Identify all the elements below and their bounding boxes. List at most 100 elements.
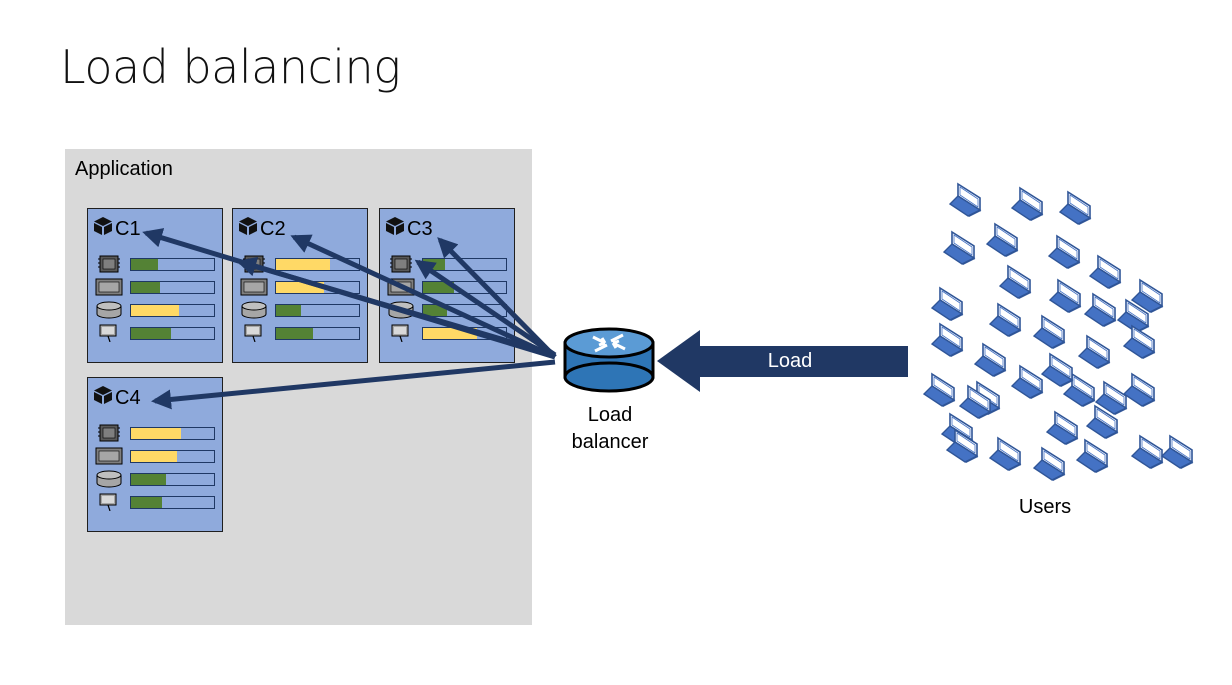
network-icon	[95, 324, 123, 343]
usage-bar-fill	[276, 259, 330, 270]
usage-bar	[275, 304, 360, 317]
slide-title: Load balancing	[60, 40, 401, 94]
distribution-arrows	[142, 228, 557, 410]
usage-bar-fill	[131, 282, 161, 293]
disk-icon	[95, 470, 123, 488]
laptop-icon	[1048, 235, 1081, 270]
arrow-to-c3	[437, 237, 557, 359]
usage-bar-fill	[131, 497, 162, 508]
cpu-chip-icon	[387, 255, 415, 273]
disk-icon	[95, 301, 123, 319]
laptop-icon	[986, 223, 1019, 258]
laptop-icon	[1059, 191, 1092, 226]
laptop-icon	[943, 231, 976, 266]
resource-row	[95, 324, 219, 343]
load-arrow-label: Load	[767, 350, 813, 372]
usage-bar-fill	[131, 428, 181, 439]
usage-bar-fill	[423, 305, 448, 316]
laptop-icon	[1123, 325, 1156, 360]
usage-bar	[130, 450, 215, 463]
laptop-icon	[989, 303, 1022, 338]
usage-bar	[130, 258, 215, 271]
laptop-icon	[1011, 187, 1044, 222]
laptop-icon	[1033, 315, 1066, 350]
memory-icon	[95, 447, 123, 465]
network-icon	[240, 324, 268, 343]
container-c2: C2	[232, 208, 368, 363]
router-icon	[563, 327, 655, 393]
resource-row	[240, 301, 364, 319]
usage-bar-fill	[131, 305, 180, 316]
arrow-to-c4	[151, 359, 556, 410]
container-label: C4	[115, 386, 141, 409]
usage-bar-fill	[423, 328, 477, 339]
users-label: Users	[1018, 496, 1072, 518]
cpu-chip-icon	[95, 255, 123, 273]
usage-bar	[130, 496, 215, 509]
memory-icon	[95, 278, 123, 296]
arrow-to-c2	[290, 234, 557, 360]
container-label: C3	[407, 217, 433, 240]
resource-row	[95, 255, 219, 273]
usage-bar-fill	[131, 259, 159, 270]
application-label: Application	[75, 158, 173, 180]
laptop-icon	[931, 287, 964, 322]
memory-icon	[240, 278, 268, 296]
users-group	[923, 183, 1194, 482]
laptop-icon	[1041, 353, 1074, 388]
laptop-icon	[931, 323, 964, 358]
disk-icon	[240, 301, 268, 319]
usage-bar	[130, 304, 215, 317]
laptop-icon	[1084, 293, 1117, 328]
network-icon	[95, 493, 123, 512]
usage-bar	[130, 427, 215, 440]
usage-bar-fill	[276, 305, 301, 316]
usage-bar	[130, 473, 215, 486]
load-balancer-label-line2: balancer	[571, 431, 649, 453]
laptop-icon	[1033, 447, 1066, 482]
container-label: C1	[115, 217, 141, 240]
laptop-icon	[1078, 335, 1111, 370]
laptop-icon	[974, 343, 1007, 378]
usage-bar-fill	[131, 451, 177, 462]
resource-row	[240, 324, 364, 343]
laptop-icon	[923, 373, 956, 408]
container-label: C2	[260, 217, 286, 240]
laptop-icon	[999, 265, 1032, 300]
laptop-icon	[1131, 435, 1164, 470]
container-icon	[238, 216, 258, 242]
laptop-icon	[1089, 255, 1122, 290]
laptop-icon	[1049, 279, 1082, 314]
container-icon	[385, 216, 405, 242]
laptop-icon	[989, 437, 1022, 472]
laptop-icon	[1123, 373, 1156, 408]
resource-row	[95, 301, 219, 319]
usage-bar	[275, 327, 360, 340]
usage-bar-fill	[276, 328, 314, 339]
usage-bar-fill	[131, 474, 166, 485]
load-balancer-label: Load balancer	[560, 402, 660, 456]
usage-bar-fill	[423, 282, 454, 293]
laptop-icon	[1076, 439, 1109, 474]
resource-row	[95, 447, 219, 465]
usage-bar-fill	[131, 328, 171, 339]
container-icon	[93, 385, 113, 411]
usage-bar	[130, 327, 215, 340]
resource-row	[95, 424, 219, 442]
network-icon	[387, 324, 415, 343]
arrow-lb-c3-lower	[414, 259, 557, 358]
usage-bar	[130, 281, 215, 294]
laptop-icon	[1011, 365, 1044, 400]
resource-row	[95, 278, 219, 296]
container-c4: C4	[87, 377, 223, 532]
laptop-icon	[1161, 435, 1194, 470]
usage-bar-fill	[276, 282, 325, 293]
resource-row	[95, 493, 219, 512]
container-icon	[93, 216, 113, 242]
load-arrow	[657, 330, 908, 392]
cpu-chip-icon	[95, 424, 123, 442]
laptop-icon	[1046, 411, 1079, 446]
load-balancer-label-line1: Load	[587, 404, 633, 426]
laptop-icon	[949, 183, 982, 218]
